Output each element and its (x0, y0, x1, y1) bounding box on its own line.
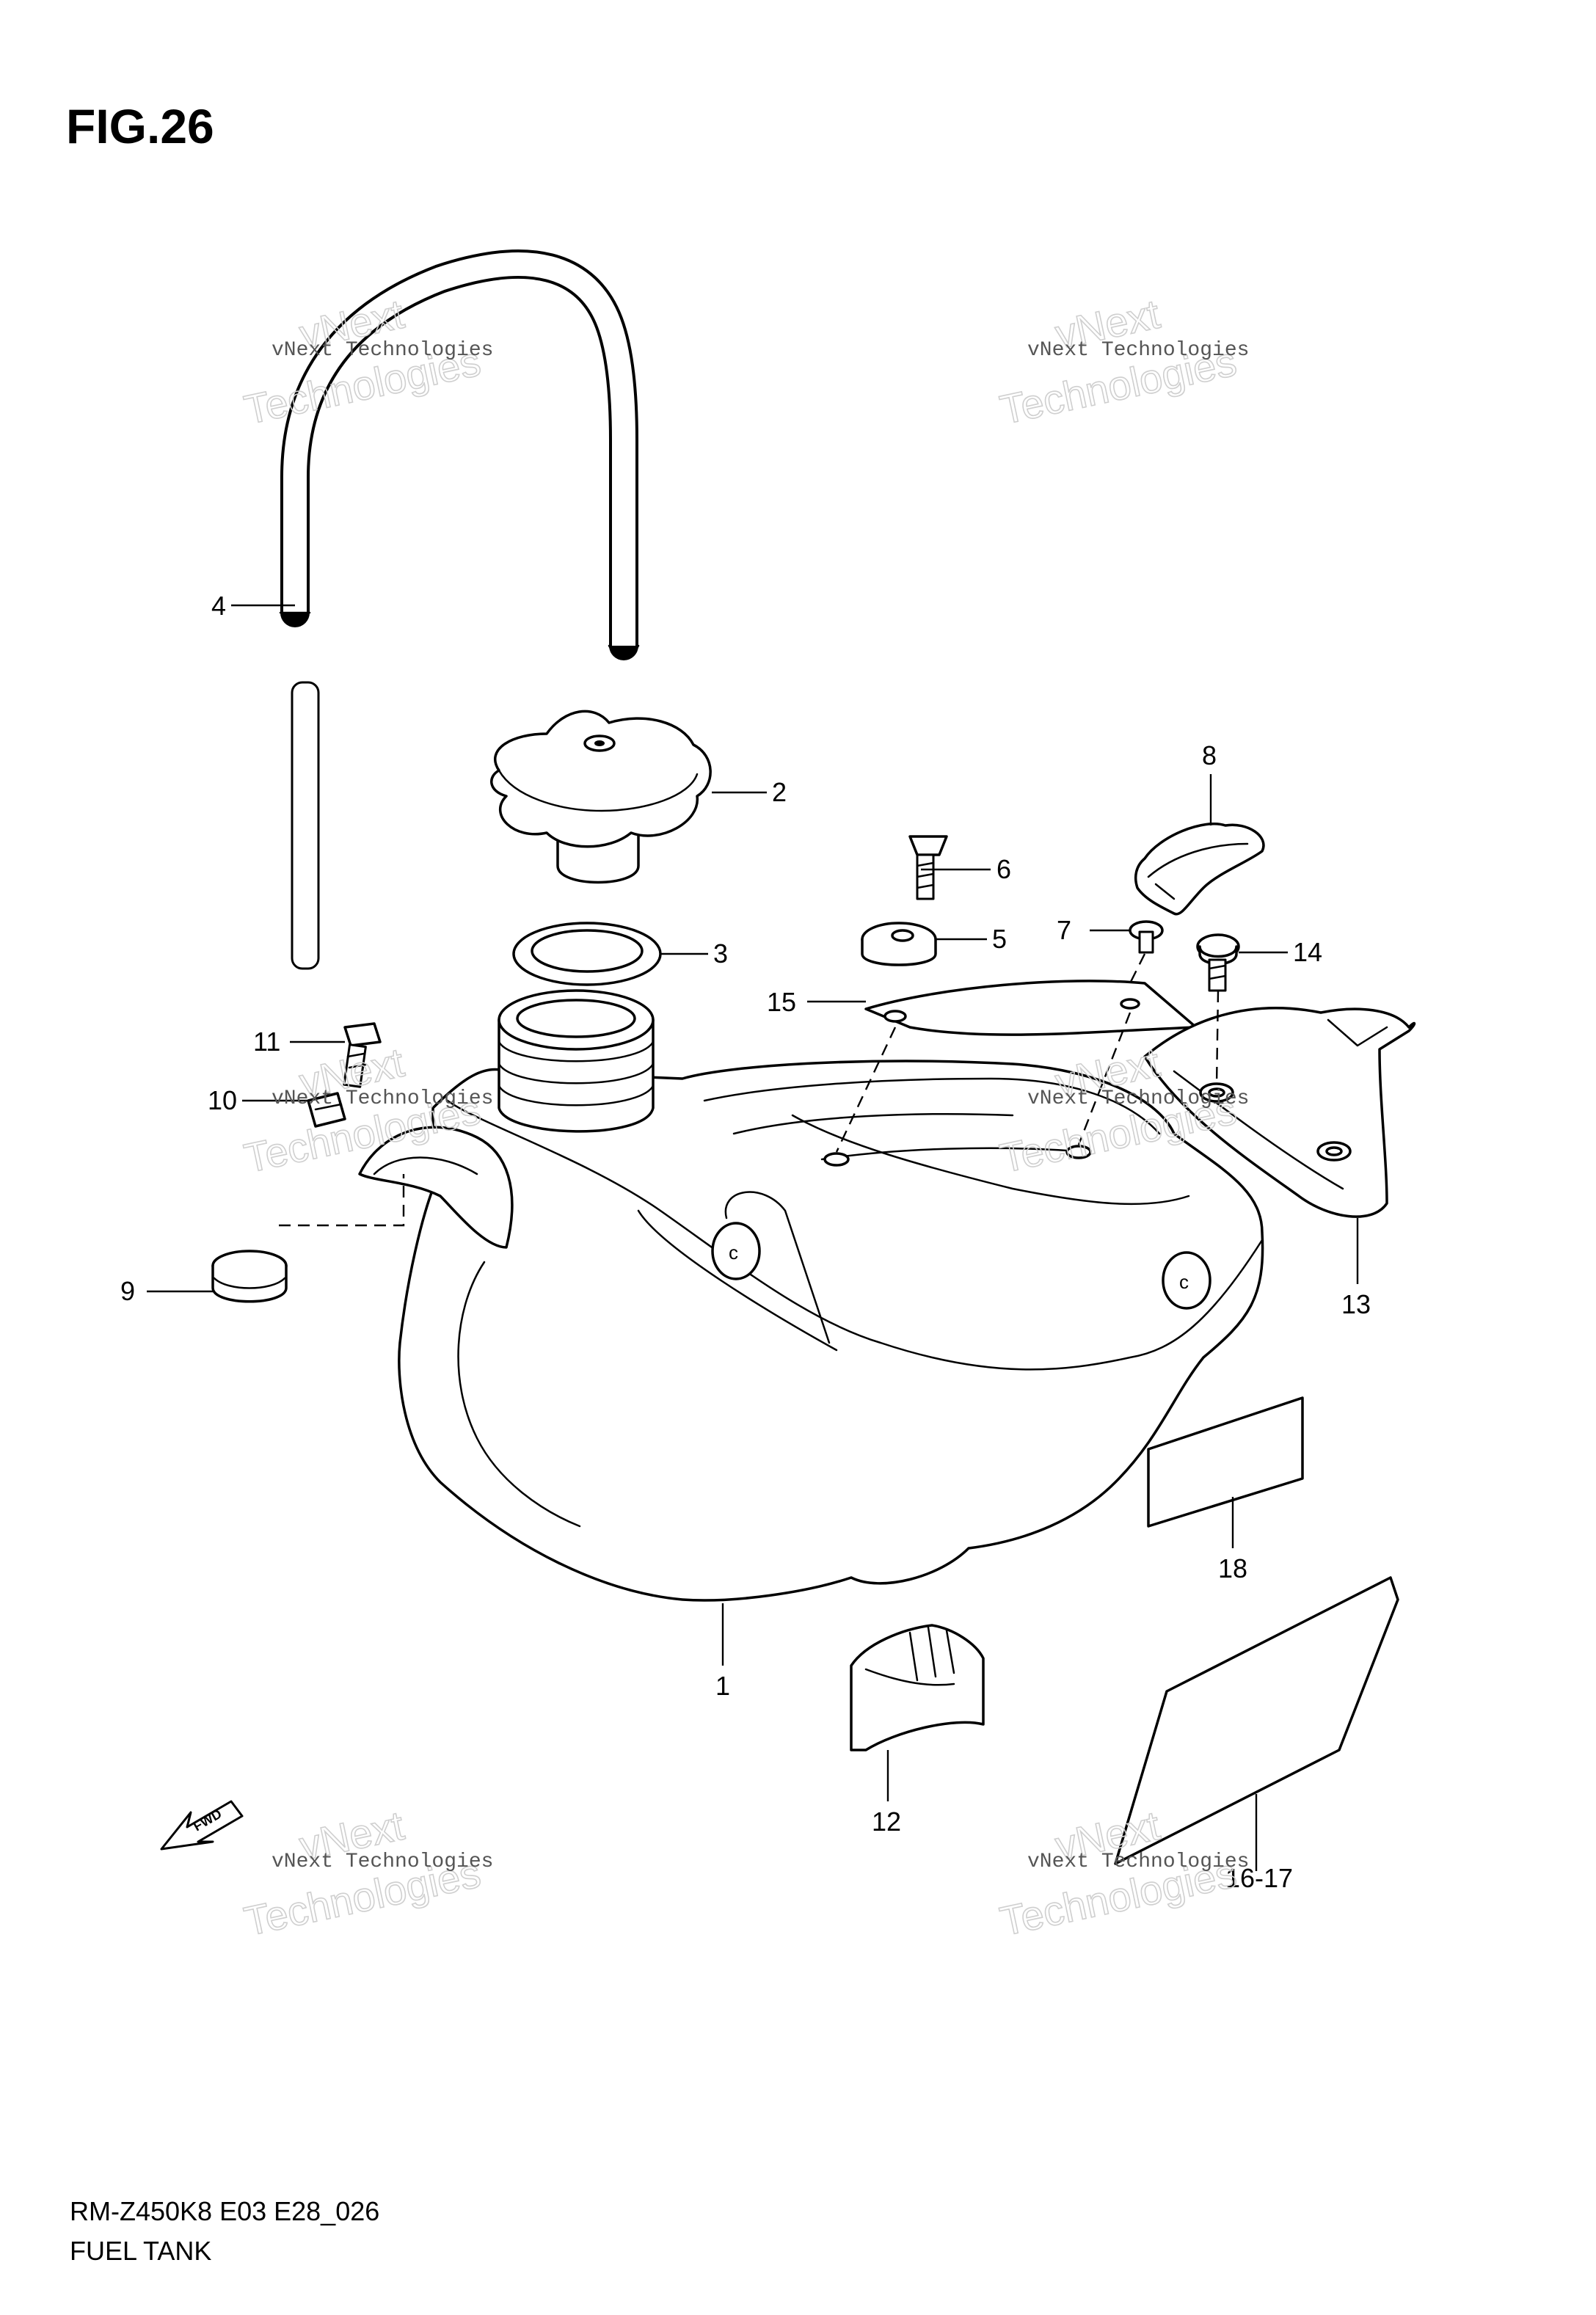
svg-text:vNext Technologies: vNext Technologies (1027, 339, 1249, 362)
callout-9: 9 (120, 1276, 135, 1306)
fuel-cap (490, 710, 712, 884)
svg-text:vNext Technologies: vNext Technologies (1027, 1851, 1249, 1873)
callout-3: 3 (713, 938, 728, 969)
cap-gasket (512, 922, 662, 986)
forward-direction-arrow-icon: FWD (160, 1800, 244, 1851)
bolt-14 (1196, 933, 1240, 992)
bracket-plate (864, 980, 1198, 1036)
callout-10: 10 (208, 1085, 237, 1115)
grommet-9 (211, 1250, 288, 1303)
callout-6: 6 (996, 854, 1011, 884)
model-code: RM-Z450K8 E03 E28_026 (70, 2196, 379, 2226)
callout-8: 8 (1202, 740, 1217, 770)
callout-1: 1 (715, 1671, 730, 1701)
callout-14: 14 (1293, 937, 1322, 967)
fuel-tank: c c (358, 989, 1264, 1602)
callout-12: 12 (872, 1807, 901, 1837)
callout-18: 18 (1218, 1553, 1247, 1583)
label-18 (1147, 1396, 1304, 1528)
breather-hose (279, 249, 640, 970)
callout-13: 13 (1341, 1289, 1371, 1319)
svg-text:vNext Technologies: vNext Technologies (1027, 1087, 1249, 1110)
callout-16-17: 16-17 (1225, 1863, 1293, 1893)
callout-2: 2 (772, 777, 787, 807)
callout-4: 4 (211, 591, 226, 621)
clip-12 (850, 1624, 985, 1751)
svg-text:vNext Technologies: vNext Technologies (272, 339, 493, 362)
screw-7 (1129, 920, 1164, 954)
label-16-17 (1114, 1576, 1399, 1865)
svg-text:c: c (729, 1242, 738, 1264)
svg-text:c: c (1179, 1271, 1189, 1293)
callout-15: 15 (767, 987, 796, 1017)
svg-text:vNext Technologies: vNext Technologies (272, 1087, 493, 1110)
leader-lines (147, 604, 1359, 1871)
callout-labels: 4 2 3 6 5 7 14 8 15 11 10 9 13 1 18 12 1… (120, 591, 1371, 1893)
svg-text:vNext Technologies: vNext Technologies (272, 1851, 493, 1873)
bolt-11 (343, 1022, 382, 1088)
callout-11: 11 (253, 1027, 280, 1057)
callout-7: 7 (1057, 915, 1071, 945)
section-name: FUEL TANK (70, 2236, 211, 2266)
damper-washer (861, 922, 937, 966)
strap-hook (1134, 823, 1265, 916)
callout-5: 5 (992, 924, 1007, 954)
collar-10 (307, 1092, 346, 1128)
screw-6 (908, 835, 948, 900)
tank-guard (1143, 1007, 1416, 1218)
figure-title: FIG.26 (66, 99, 214, 153)
